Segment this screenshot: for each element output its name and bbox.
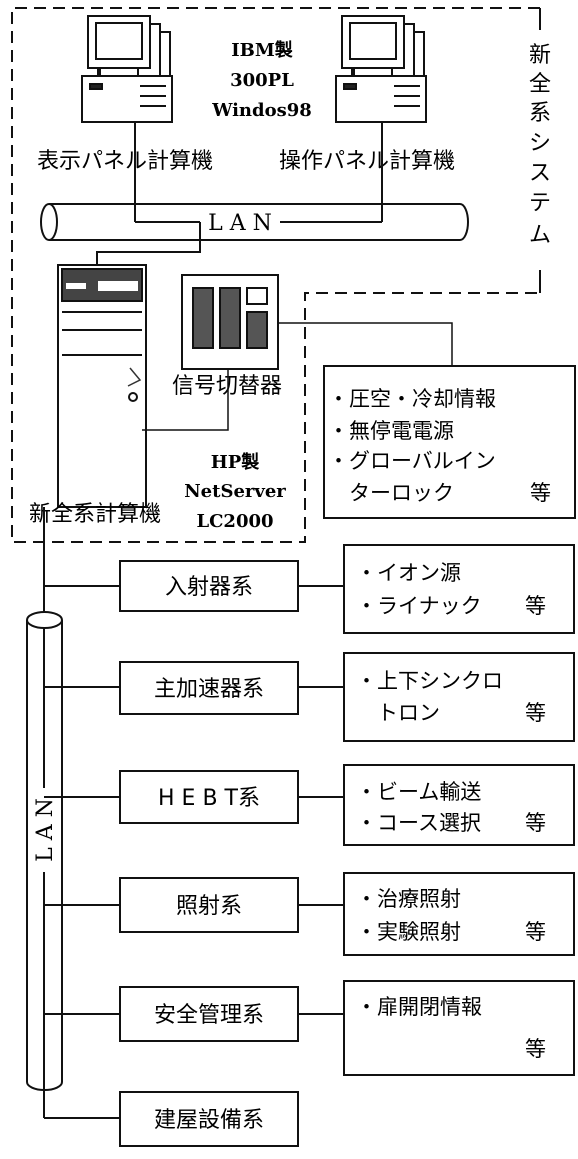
- signal-switch-label: 信号切替器: [172, 374, 282, 399]
- operation-pc-icon: [335, 15, 427, 123]
- new-system-title: 新 全 系 シ ス テ ム: [529, 43, 551, 248]
- subsystem-detail-line: ・コース選択: [356, 811, 481, 835]
- signal-info-etc: 等: [530, 481, 551, 505]
- subsystem-detail-line: ・実験照射: [356, 920, 461, 944]
- subsystem-row: 入射器系 ・イオン源 ・ライナック 等: [44, 544, 575, 634]
- subsystem-label: 安全管理系: [154, 1003, 264, 1028]
- subsystem-detail-etc: 等: [525, 594, 546, 618]
- title-char: 全: [529, 72, 551, 97]
- subsystem-detail-box: [343, 764, 575, 846]
- title-char: 新: [529, 43, 551, 68]
- subsystem-detail-line: ・イオン源: [356, 561, 461, 585]
- subsystem-detail-etc: 等: [525, 1037, 546, 1061]
- subsystem-label: H E B T系: [158, 786, 260, 811]
- subsystem-row: 主加速器系 ・上下シンクロ トロン 等: [44, 652, 575, 742]
- top-lan-label: L A N: [208, 211, 272, 236]
- server-icon: [57, 264, 147, 508]
- display-pc-icon: [81, 15, 173, 123]
- subsystem-detail-box: [343, 872, 575, 956]
- subsystem-label: 照射系: [176, 894, 242, 919]
- signal-info-line: ・圧空・冷却情報: [328, 387, 496, 411]
- title-char: 系: [529, 101, 551, 126]
- main-lan-label: L A N: [33, 798, 58, 862]
- subsystem-row: H E B T系 ・ビーム輸送 ・コース選択 等: [44, 764, 575, 846]
- subsystem-detail-line: ・上下シンクロ: [356, 669, 503, 693]
- signal-info-line: ・グローバルイン: [328, 449, 496, 473]
- title-char: テ: [529, 191, 551, 216]
- subsystem-detail-box: [343, 544, 575, 634]
- subsystem-detail-box: [343, 652, 575, 742]
- subsystem-box: [119, 986, 299, 1042]
- subsystem-box: [119, 661, 299, 715]
- subsystem-row: 照射系 ・治療照射 ・実験照射 等: [44, 872, 575, 956]
- subsystem-detail-etc: 等: [525, 811, 546, 835]
- signal-switch-icon: [181, 274, 279, 370]
- subsystem-detail-line: トロン: [356, 701, 440, 725]
- title-char: シ: [529, 131, 551, 156]
- server-label: 新全系計算機: [29, 502, 161, 527]
- signal-info-box: [323, 365, 576, 519]
- server-spec-line: HP製: [211, 452, 260, 473]
- pc-spec-line: Windos98: [211, 100, 312, 121]
- pc-spec-line: IBM製: [231, 40, 293, 61]
- subsystem-detail-line: ・ビーム輸送: [356, 780, 481, 804]
- server-spec-line: LC2000: [196, 511, 273, 532]
- server-to-switch-link: [142, 369, 229, 431]
- signal-info-text: ・圧空・冷却情報 ・無停電電源 ・グローバルイン ターロック 等: [328, 387, 551, 505]
- subsystem-detail-line: ・治療照射: [356, 887, 461, 911]
- subsystem-detail-etc: 等: [525, 920, 546, 944]
- new-system-boundary: [11, 7, 540, 543]
- signal-info-line: ・無停電電源: [328, 419, 454, 443]
- subsystem-label: 主加速器系: [154, 677, 264, 702]
- subsystem-detail-line: ・扉開閉情報: [356, 995, 482, 1019]
- subsystem-box: [119, 1091, 299, 1147]
- pc-spec: IBM製 300PL Windos98: [211, 40, 312, 121]
- subsystem-row: 安全管理系 ・扉開閉情報 等: [44, 980, 575, 1076]
- lan-to-server-link: [96, 222, 201, 265]
- signal-info-line: ターロック: [328, 481, 454, 505]
- subsystem-box: [119, 877, 299, 933]
- subsystem-label: 入射器系: [165, 575, 253, 600]
- pc-spec-line: 300PL: [230, 70, 294, 91]
- subsystem-box: [119, 770, 299, 824]
- subsystem-row: 建屋設備系: [44, 1091, 299, 1147]
- subsystem-label: 建屋設備系: [154, 1108, 264, 1133]
- main-lan-tube: [26, 611, 63, 1091]
- subsystem-detail-line: ・ライナック: [356, 594, 482, 618]
- display-pc-label: 表示パネル計算機: [37, 149, 213, 174]
- subsystem-detail-etc: 等: [525, 701, 546, 725]
- subsystem-box: [119, 560, 299, 612]
- subsystem-detail-box: [343, 980, 575, 1076]
- server-spec: HP製 NetServer LC2000: [184, 452, 286, 532]
- server-spec-line: NetServer: [184, 481, 286, 502]
- operation-pc-label: 操作パネル計算機: [279, 149, 455, 174]
- switch-to-info-link: [278, 322, 453, 366]
- title-char: ス: [529, 161, 551, 186]
- title-char: ム: [529, 223, 551, 248]
- top-lan-tube: [40, 203, 469, 241]
